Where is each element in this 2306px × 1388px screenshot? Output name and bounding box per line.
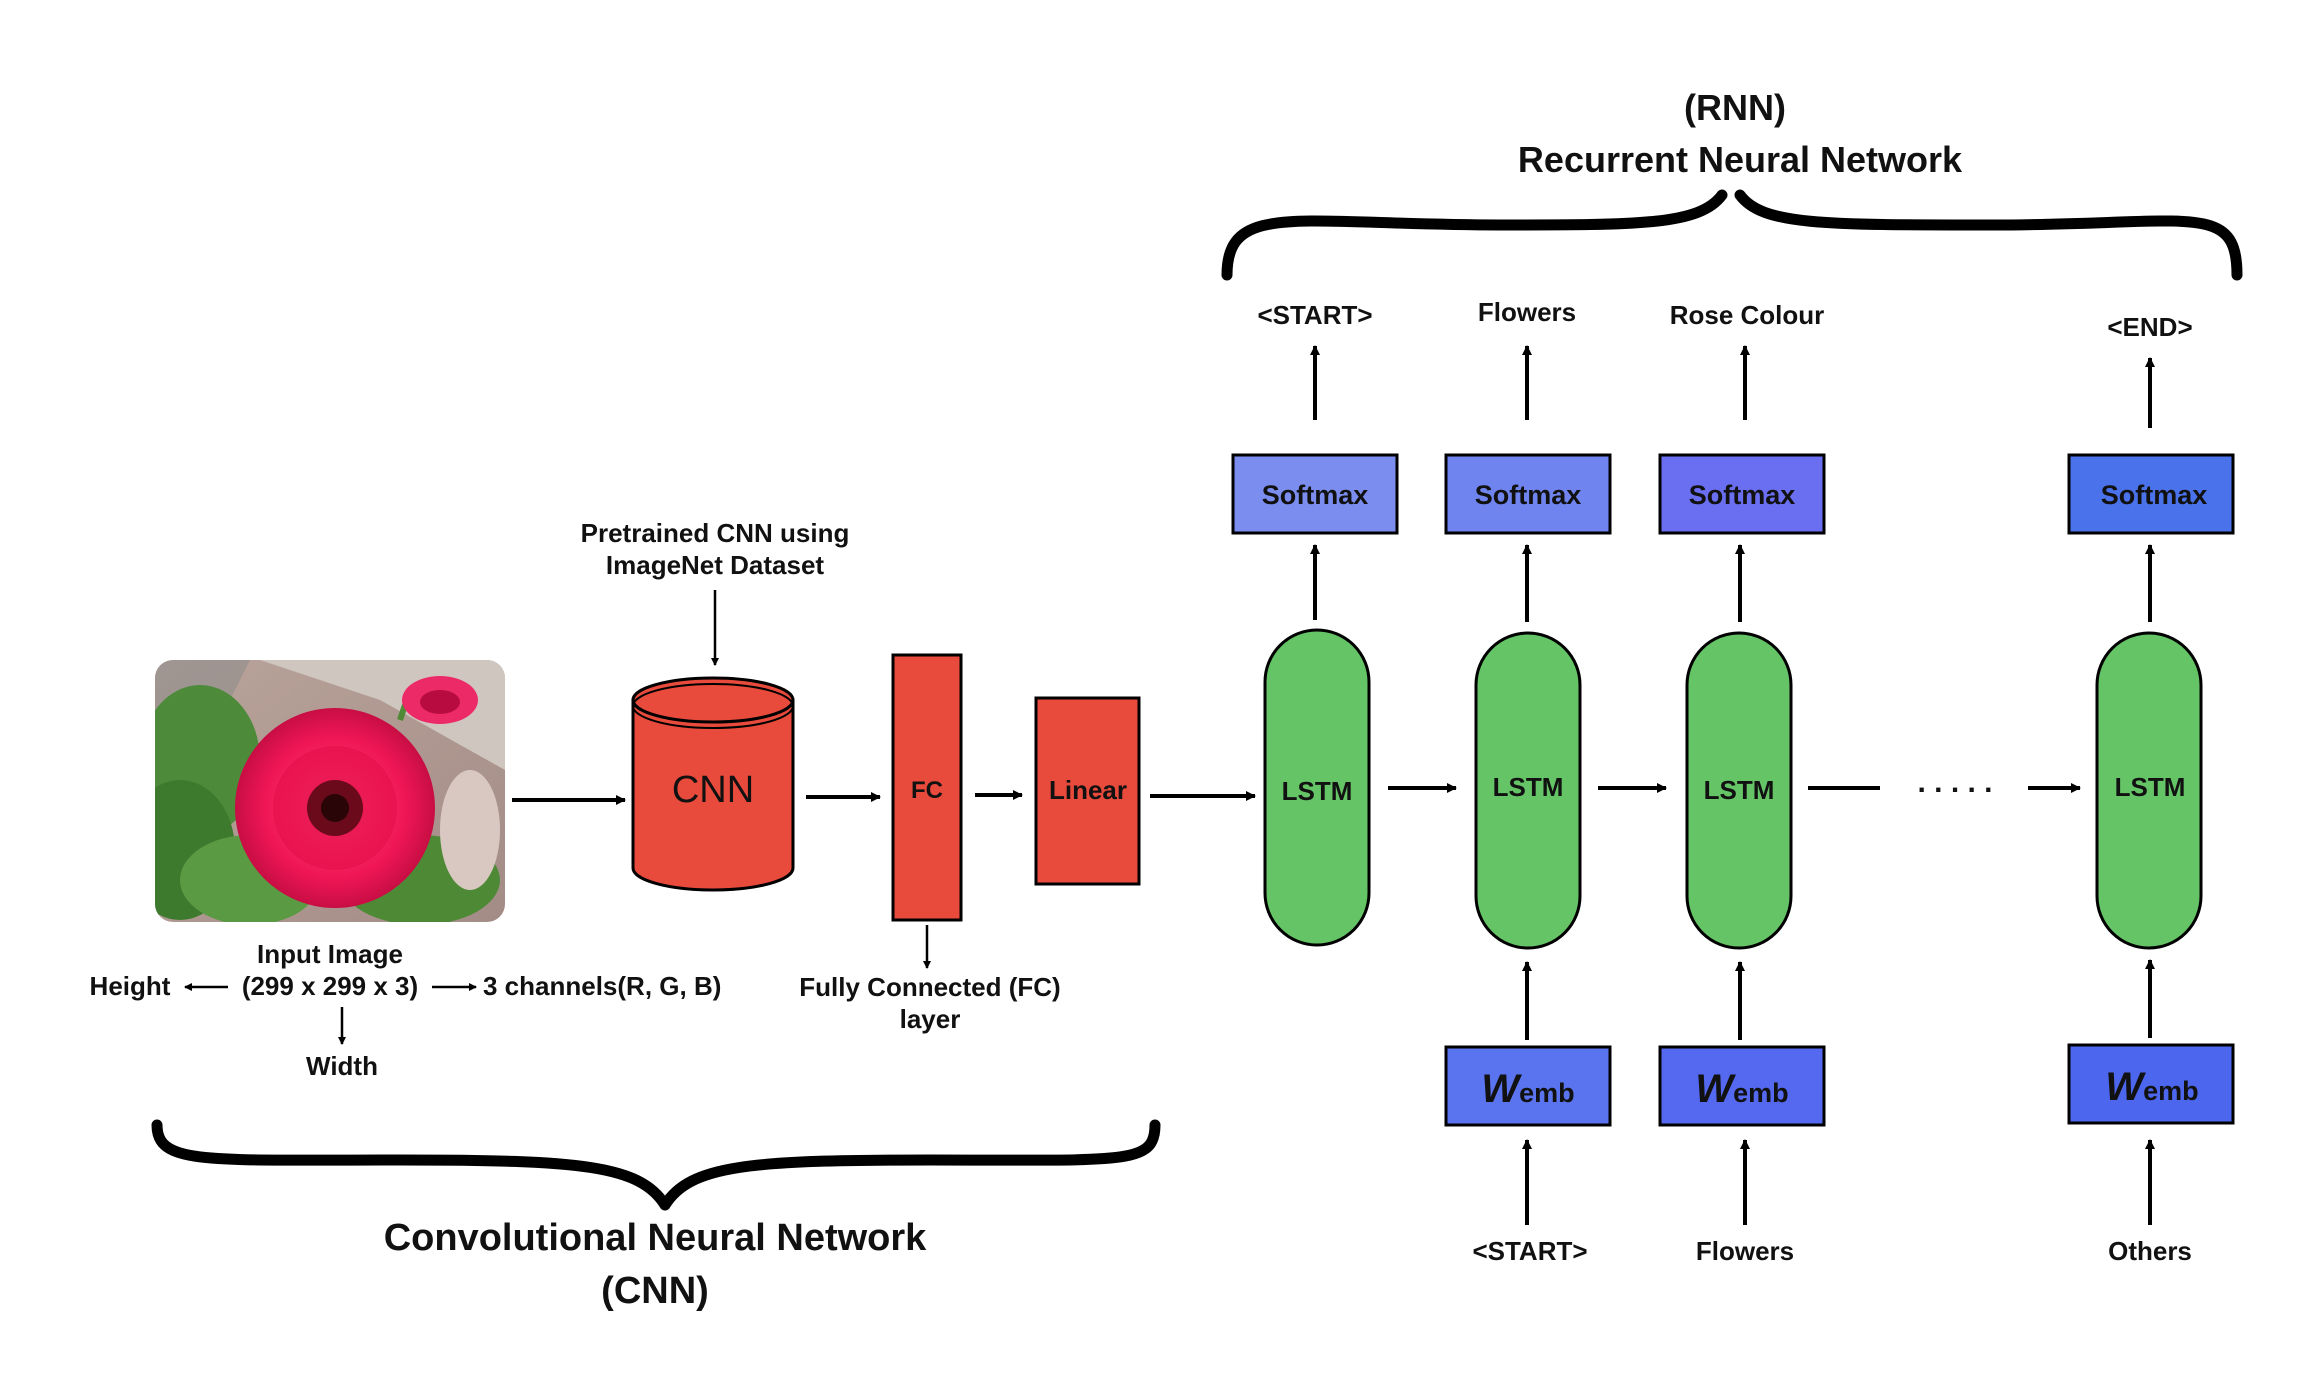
lstm-cell: [1474, 631, 1582, 950]
height-label: Height: [90, 971, 171, 1001]
pretrained-line2: ImageNet Dataset: [606, 550, 825, 580]
lstm-label: LSTM: [2115, 772, 2186, 802]
input-dims: (299 x 299 x 3): [242, 971, 418, 1001]
lstm-cell: [1685, 631, 1793, 950]
rnn-brace: [1221, 189, 2243, 281]
lstm-label: LSTM: [1493, 772, 1564, 802]
fc-block: [891, 653, 963, 922]
softmax-label: Softmax: [1689, 480, 1796, 510]
cnn-brace: [151, 1119, 1161, 1211]
rnn-title-abbr: (RNN): [1684, 87, 1786, 128]
output-token: <END>: [2107, 312, 2192, 342]
rnn-step-2: Flowers Softmax LSTM Wemb <START>: [1444, 297, 1612, 1266]
input-token: <START>: [1472, 1236, 1587, 1266]
cnn-cylinder-label: CNN: [672, 769, 754, 811]
width-label: Width: [306, 1051, 378, 1081]
embedding-box: [1444, 1045, 1612, 1127]
input-token: Others: [2108, 1236, 2192, 1266]
output-token: Rose Colour: [1670, 300, 1825, 330]
lstm-label: LSTM: [1704, 775, 1775, 805]
softmax-box: [1444, 453, 1612, 535]
softmax-box: [1658, 453, 1826, 535]
fc-label: FC: [911, 777, 943, 804]
input-image: [155, 660, 505, 922]
lstm-cell: [2095, 631, 2203, 950]
lstm-cell: [1263, 628, 1371, 947]
input-token: Flowers: [1696, 1236, 1794, 1266]
softmax-box: [1231, 453, 1399, 535]
softmax-box: [2067, 453, 2235, 535]
embedding-box: [2067, 1043, 2235, 1125]
softmax-label: Softmax: [1262, 480, 1369, 510]
rnn-step-4: <END> Softmax LSTM Wemb Others: [2067, 312, 2235, 1266]
input-image-caption: Input Image: [257, 939, 403, 969]
output-token: <START>: [1257, 300, 1372, 330]
output-token: Flowers: [1478, 297, 1576, 327]
rnn-step-3: Rose Colour Softmax LSTM Wemb Flowers: [1658, 300, 1826, 1266]
fc-caption-line1: Fully Connected (FC): [799, 972, 1060, 1002]
softmax-label: Softmax: [2101, 480, 2208, 510]
fc-caption-line2: layer: [900, 1004, 961, 1034]
embedding-label: Wemb: [1481, 1067, 1574, 1111]
pretrained-line1: Pretrained CNN using: [581, 518, 850, 548]
cnn-cylinder: [631, 676, 795, 892]
rnn-title: Recurrent Neural Network: [1518, 139, 1963, 180]
linear-block: [1034, 696, 1141, 886]
cnn-title: Convolutional Neural Network: [384, 1217, 927, 1259]
cnn-title-abbr: (CNN): [601, 1270, 709, 1312]
lstm-label: LSTM: [1282, 776, 1353, 806]
linear-label: Linear: [1049, 775, 1127, 805]
ellipsis: . . . . .: [1917, 766, 1992, 799]
rnn-step-1: <START> Softmax LSTM: [1231, 300, 1399, 947]
channels-label: 3 channels(R, G, B): [483, 971, 721, 1001]
softmax-label: Softmax: [1475, 480, 1582, 510]
embedding-box: [1658, 1045, 1826, 1127]
embedding-label: Wemb: [2105, 1065, 2198, 1109]
embedding-label: Wemb: [1695, 1067, 1788, 1111]
